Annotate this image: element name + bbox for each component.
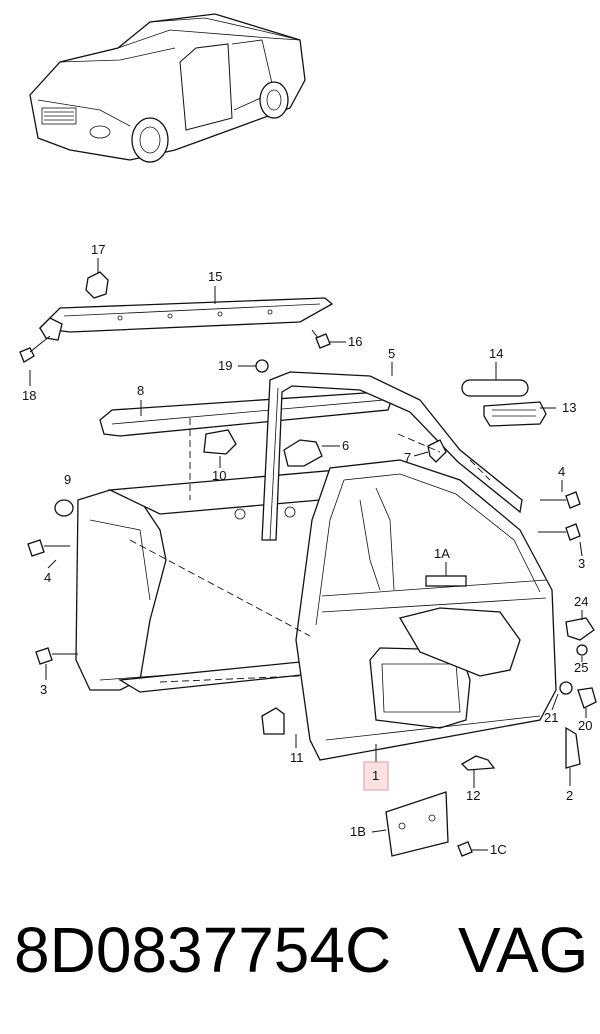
part-21 <box>559 681 573 695</box>
callout-9: 9 <box>64 472 71 487</box>
bolt-3-right <box>538 523 581 541</box>
part-10 <box>203 429 237 455</box>
brand-label: VAG <box>458 914 589 986</box>
callout-1b: 1B <box>350 824 366 839</box>
window-frame-5 <box>261 371 523 541</box>
callout-16: 16 <box>348 334 362 349</box>
callout-15: 15 <box>208 269 222 284</box>
callout-3-left: 3 <box>40 682 47 697</box>
callout-7: 7 <box>404 450 411 465</box>
screw-18 <box>19 335 51 363</box>
roof-rail-15 <box>38 297 334 341</box>
callout-2: 2 <box>566 788 573 803</box>
body-pillar <box>75 467 366 693</box>
leader-lines <box>29 286 587 851</box>
parts-diagram: 17 15 16 18 19 5 14 13 8 6 10 7 4 9 4 3 … <box>19 13 597 857</box>
part-12 <box>460 755 496 771</box>
part-25 <box>576 644 588 656</box>
callout-8: 8 <box>137 383 144 398</box>
part-11 <box>261 707 285 735</box>
callout-14: 14 <box>489 346 503 361</box>
callout-4-left: 4 <box>44 570 51 585</box>
car-thumbnail <box>29 13 306 163</box>
callout-5: 5 <box>388 346 395 361</box>
part-6 <box>283 439 323 467</box>
part-20 <box>577 687 597 709</box>
footer: 8D0837754C VAG <box>0 905 600 1015</box>
part-1b <box>385 791 449 857</box>
part-9 <box>54 499 74 517</box>
part-14 <box>461 379 529 397</box>
callout-18: 18 <box>22 388 36 403</box>
frame-8 <box>99 391 393 437</box>
callout-13: 13 <box>562 400 576 415</box>
assembly-line-d <box>397 433 441 453</box>
bolt-4-right <box>540 491 581 509</box>
callout-3-right: 3 <box>578 556 585 571</box>
callout-6: 6 <box>342 438 349 453</box>
callout-labels: 17 15 16 18 19 5 14 13 8 6 10 7 4 9 4 3 … <box>22 242 592 857</box>
bolt-3-left <box>35 647 78 665</box>
callout-1a: 1A <box>434 546 450 561</box>
callout-21: 21 <box>544 710 558 725</box>
callout-4-right-top: 4 <box>558 464 565 479</box>
clip-17 <box>85 258 109 299</box>
part-19 <box>255 359 269 373</box>
part-7 <box>427 439 447 463</box>
callout-20: 20 <box>578 718 592 733</box>
highlight-box <box>363 761 389 791</box>
part-2 <box>565 726 581 769</box>
callout-10: 10 <box>212 468 226 483</box>
part-number: 8D0837754C <box>14 914 392 986</box>
part-1a <box>425 562 467 587</box>
callout-17: 17 <box>91 242 105 257</box>
screw-16 <box>311 329 346 349</box>
callout-25: 25 <box>574 660 588 675</box>
assembly-line-e <box>469 459 491 481</box>
callout-1: 1 <box>372 768 379 783</box>
callout-12: 12 <box>466 788 480 803</box>
door-shell-1 <box>295 459 557 761</box>
screw-1c <box>457 841 473 857</box>
callout-24: 24 <box>574 594 588 609</box>
callout-19: 19 <box>218 358 232 373</box>
callout-1c: 1C <box>490 842 507 857</box>
callout-11: 11 <box>290 750 304 765</box>
part-24 <box>565 617 595 641</box>
part-13 <box>483 401 547 427</box>
bolt-4-left <box>27 539 70 557</box>
assembly-line-b <box>129 539 311 637</box>
assembly-line-c <box>159 675 301 683</box>
